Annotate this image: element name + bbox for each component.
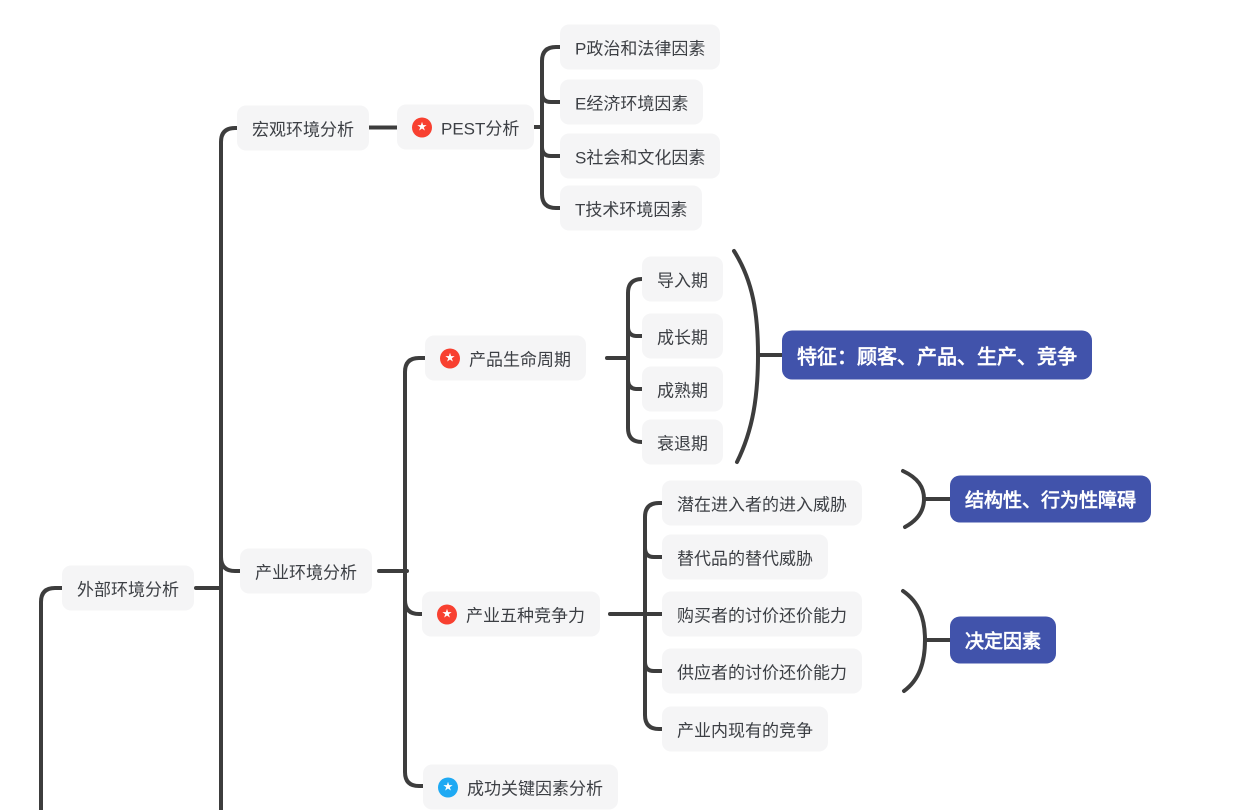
topic-label: E经济环境因素	[575, 94, 689, 114]
topic-label: 产业环境分析	[255, 563, 357, 583]
topic-label: PEST分析	[441, 119, 520, 139]
connector-pest-child3	[540, 145, 568, 158]
topic-five-forces[interactable]: ★ 产业五种竞争力	[422, 591, 600, 637]
topic-label: 成长期	[657, 328, 708, 348]
connector-forces-children-trunk	[643, 501, 670, 731]
topic-label: 宏观环境分析	[252, 120, 354, 140]
connector-forces-child4	[643, 660, 670, 673]
topic-introduction-stage[interactable]: 导入期	[642, 256, 723, 302]
connector-forces-child2	[643, 546, 670, 559]
connector-industry-elbow	[219, 555, 250, 573]
topic-label: 产品生命周期	[469, 350, 571, 370]
connector-plc-child3	[626, 378, 650, 391]
topic-macro-environment[interactable]: 宏观环境分析	[237, 105, 369, 151]
topic-label: S社会和文化因素	[575, 148, 706, 168]
topic-label: T技术环境因素	[575, 200, 688, 220]
summary-badge-plc-features[interactable]: 特征：顾客、产品、生产、竞争	[782, 330, 1092, 380]
connector-plc-children-trunk	[626, 277, 650, 444]
topic-decline-stage[interactable]: 衰退期	[642, 419, 723, 465]
summary-brace-bargaining	[901, 589, 927, 693]
summary-badge-entry-barriers[interactable]: 结构性、行为性障碍	[950, 475, 1152, 523]
topic-label: 产业五种竞争力	[466, 606, 585, 626]
topic-social-cultural-factors[interactable]: S社会和文化因素	[560, 133, 721, 179]
topic-growth-stage[interactable]: 成长期	[642, 313, 723, 359]
connector-pest-children-trunk	[540, 45, 568, 210]
topic-label: 产业内现有的竞争	[677, 721, 813, 741]
summary-brace-plc	[732, 249, 760, 464]
topic-supplier-bargaining-power[interactable]: 供应者的讨价还价能力	[662, 648, 862, 694]
topic-economic-factors[interactable]: E经济环境因素	[560, 79, 704, 125]
red-star-icon[interactable]: ★	[440, 348, 460, 368]
summary-brace-entrants	[901, 469, 926, 529]
topic-label: 购买者的讨价还价能力	[677, 606, 847, 626]
topic-threat-of-substitutes[interactable]: 替代品的替代威胁	[662, 534, 828, 580]
topic-product-life-cycle[interactable]: ★ 产品生命周期	[425, 335, 586, 381]
red-star-icon[interactable]: ★	[412, 117, 432, 137]
topic-technological-factors[interactable]: T技术环境因素	[560, 185, 703, 231]
summary-badge-determinants[interactable]: 决定因素	[950, 616, 1057, 664]
topic-buyer-bargaining-power[interactable]: 购买者的讨价还价能力	[662, 591, 862, 637]
topic-label: 成功关键因素分析	[467, 779, 603, 799]
connector-plc-child2	[626, 325, 650, 338]
topic-label: 衰退期	[657, 434, 708, 454]
topic-label: 供应者的讨价还价能力	[677, 663, 847, 683]
topic-threat-of-new-entrants[interactable]: 潜在进入者的进入威胁	[662, 480, 862, 526]
topic-existing-rivalry[interactable]: 产业内现有的竞争	[662, 706, 828, 752]
topic-label: 外部环境分析	[77, 580, 179, 600]
blue-star-icon[interactable]: ★	[438, 777, 458, 797]
topic-label: 潜在进入者的进入威胁	[677, 495, 847, 515]
topic-key-success-factors[interactable]: ★ 成功关键因素分析	[423, 764, 618, 810]
topic-maturity-stage[interactable]: 成熟期	[642, 366, 723, 412]
topic-external-environment[interactable]: 外部环境分析	[62, 565, 194, 611]
connector-forces-elbow	[403, 598, 431, 616]
topic-label: 成熟期	[657, 381, 708, 401]
topic-industry-environment[interactable]: 产业环境分析	[240, 548, 372, 594]
red-star-icon[interactable]: ★	[437, 604, 457, 624]
connector-pest-child2	[540, 91, 568, 104]
topic-label: 导入期	[657, 271, 708, 291]
connector-level1-trunk	[219, 126, 245, 810]
topic-political-legal-factors[interactable]: P政治和法律因素	[560, 24, 721, 70]
connector-industry-children-trunk	[403, 356, 433, 788]
topic-label: 替代品的替代威胁	[677, 549, 813, 569]
topic-label: P政治和法律因素	[575, 39, 706, 59]
topic-pest-analysis[interactable]: ★ PEST分析	[397, 104, 535, 150]
connector-root-trunk	[39, 586, 72, 810]
